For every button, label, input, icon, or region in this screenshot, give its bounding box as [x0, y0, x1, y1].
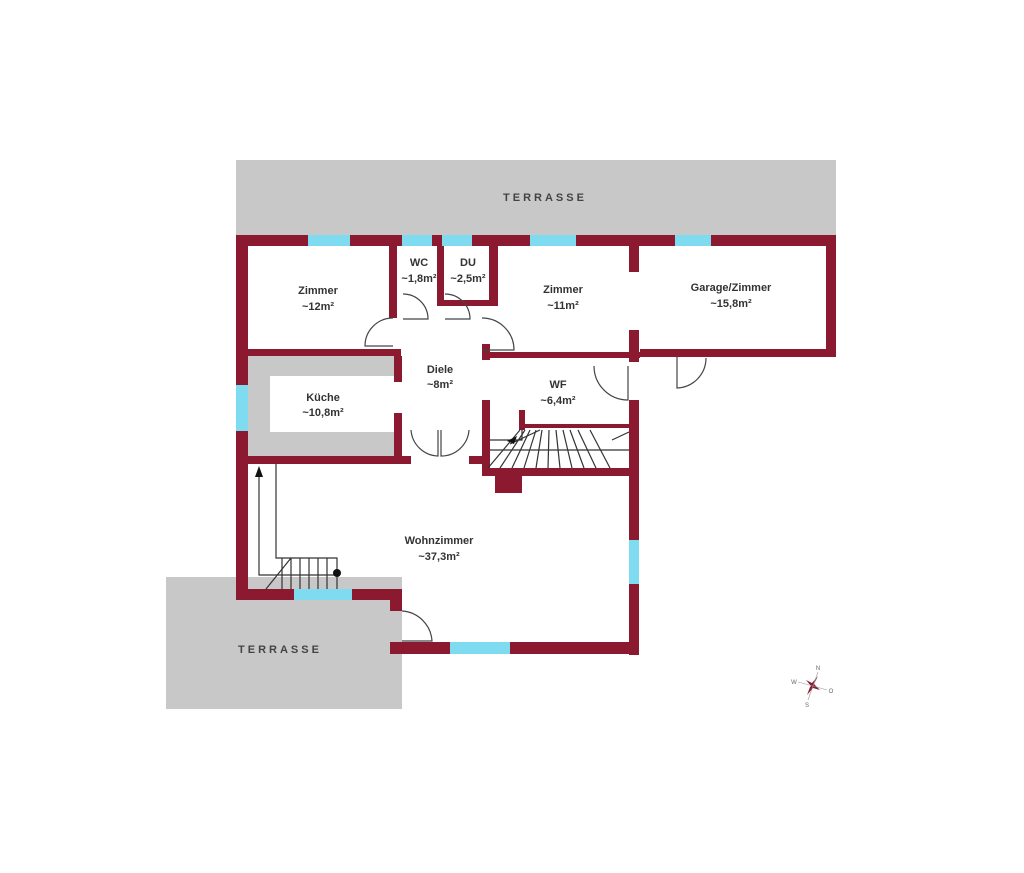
room-area: ~12m² — [302, 301, 334, 313]
room-zimmer-12: Zimmer ~12m² — [298, 285, 338, 313]
compass-o: O — [829, 689, 834, 695]
kitchen-counter — [248, 356, 394, 456]
room-name: Diele — [427, 364, 453, 376]
staircase-wf — [487, 428, 630, 469]
room-area: ~8m² — [427, 379, 453, 391]
windows — [236, 235, 711, 654]
room-wf: WF ~6,4m² — [540, 379, 575, 407]
room-name: WF — [549, 379, 566, 391]
room-zimmer-11: Zimmer ~11m² — [543, 284, 583, 312]
doors — [364, 293, 707, 642]
room-name: DU — [460, 257, 476, 269]
room-name: Zimmer — [298, 285, 338, 297]
compass-s: S — [805, 703, 809, 709]
room-area: ~15,8m² — [710, 298, 752, 310]
room-name: Wohnzimmer — [405, 535, 475, 547]
room-area: ~37,3m² — [418, 551, 460, 563]
room-name: Garage/Zimmer — [691, 282, 772, 294]
room-name: WC — [410, 257, 428, 269]
room-wohnzimmer: Wohnzimmer ~37,3m² — [405, 535, 475, 563]
room-name: Küche — [306, 392, 340, 404]
room-name: Zimmer — [543, 284, 583, 296]
room-area: ~10,8m² — [302, 407, 344, 419]
compass-icon: N W O S — [791, 666, 834, 709]
staircase-living — [255, 464, 341, 590]
room-garage-zimmer: Garage/Zimmer ~15,8m² — [691, 282, 772, 310]
room-area: ~6,4m² — [540, 395, 575, 407]
terrace-top-label: TERRASSE — [503, 192, 587, 204]
room-area: ~1,8m² — [401, 273, 436, 285]
room-area: ~11m² — [547, 300, 579, 312]
room-diele: Diele ~8m² — [427, 364, 453, 391]
compass-n: N — [816, 666, 820, 672]
room-area: ~2,5m² — [450, 273, 485, 285]
terrace-top: TERRASSE — [236, 160, 836, 235]
compass-w: W — [791, 680, 797, 686]
room-wc: WC ~1,8m² — [401, 257, 436, 285]
terrace-bottom-label: TERRASSE — [238, 644, 322, 656]
room-kueche: Küche ~10,8m² — [302, 392, 344, 419]
room-du: DU ~2,5m² — [450, 257, 485, 285]
